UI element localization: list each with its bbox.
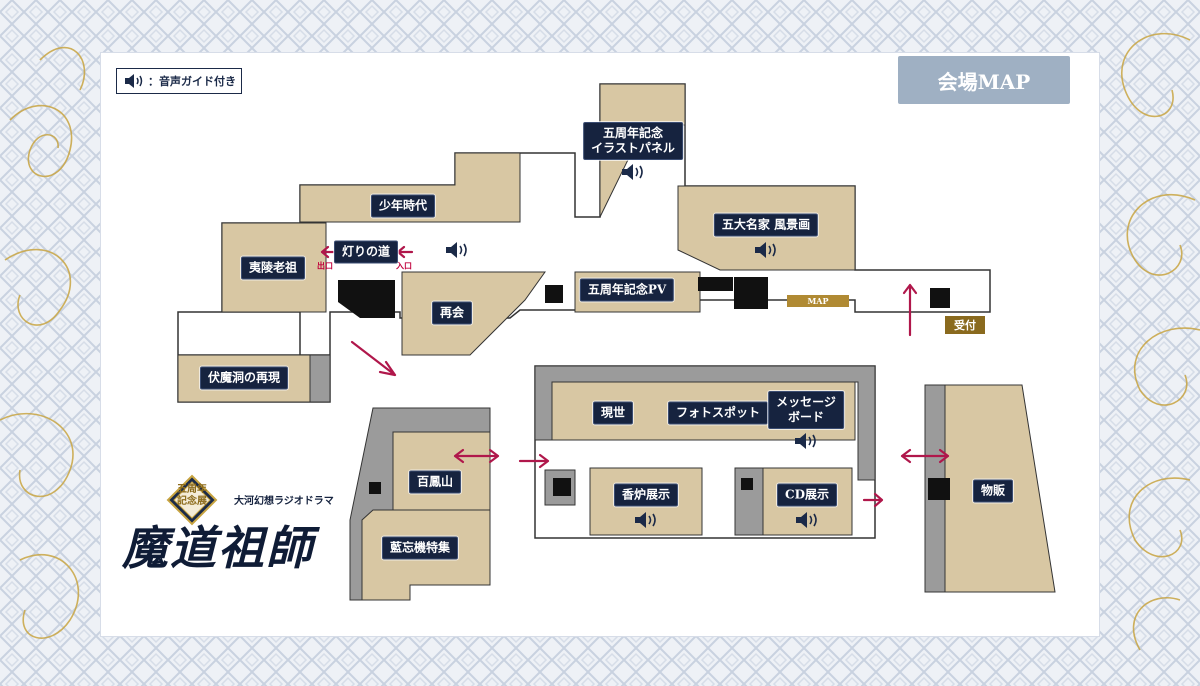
seal-icon	[166, 474, 218, 526]
label-illust: 五周年記念 イラストパネル	[583, 122, 683, 160]
double-arrow-icon	[453, 448, 500, 464]
label-gensei: 現世	[592, 401, 634, 425]
label-kouro: 香炉展示	[613, 483, 679, 507]
speaker-icon	[796, 512, 817, 528]
speaker-icon	[446, 242, 467, 258]
speaker-icon	[635, 512, 656, 528]
speaker-icon	[622, 164, 643, 180]
label-ranbouki: 藍忘機特集	[381, 536, 459, 560]
exhibition-logo: 五周年 記念展 大河幻想ラジオドラマ 魔道祖師	[116, 472, 346, 602]
label-hyakuhou: 百鳳山	[408, 470, 462, 494]
label-cd: CD展示	[777, 483, 837, 507]
logo-subtitle: 大河幻想ラジオドラマ	[234, 496, 334, 507]
speaker-icon	[125, 74, 143, 88]
legend-audio-guide: ：音声ガイド付き	[116, 68, 242, 94]
label-buppan: 物販	[972, 479, 1014, 503]
wall-left-block	[349, 407, 491, 601]
label-akari: 灯りの道	[333, 240, 399, 264]
peony-ornament-right	[1121, 32, 1200, 651]
entrance-sign: 入口	[396, 261, 412, 271]
map-title: 会場MAP	[898, 56, 1070, 104]
legend-text: ：音声ガイド付き	[148, 75, 236, 88]
speaker-icon	[755, 242, 776, 258]
black-blocks	[338, 277, 950, 500]
arrow-icon	[902, 283, 918, 337]
double-arrow-icon	[900, 448, 950, 464]
wall-fukuma	[309, 354, 331, 403]
label-message: メッセージ ボード	[768, 391, 844, 429]
room-shounen	[299, 152, 521, 223]
peony-ornament-left	[0, 46, 86, 639]
arrow-icon	[518, 453, 550, 469]
room-saikai	[401, 271, 546, 356]
map-sign: MAP	[787, 295, 849, 307]
logo-seal-text: 五周年 記念展	[177, 484, 207, 507]
logo-name: 魔道祖師	[122, 521, 314, 575]
label-iryou: 夷陵老祖	[240, 256, 306, 280]
reception-sign: 受付	[945, 316, 985, 334]
label-shounen: 少年時代	[370, 194, 436, 218]
arrows	[320, 245, 950, 508]
label-saikai: 再会	[431, 301, 473, 325]
exit-sign: 出口	[317, 261, 333, 271]
wall-center-top	[534, 365, 876, 481]
arrow-icon	[396, 245, 414, 259]
arrow-icon	[862, 492, 884, 508]
speaker-icon	[795, 433, 816, 449]
label-photo: フォトスポット	[667, 401, 769, 425]
arrow-icon	[350, 340, 397, 377]
label-gotaimei: 五大名家 風景画	[713, 213, 819, 237]
label-fukuma: 伏魔洞の再現	[199, 366, 289, 390]
label-pv: 五周年記念PV	[579, 278, 675, 302]
